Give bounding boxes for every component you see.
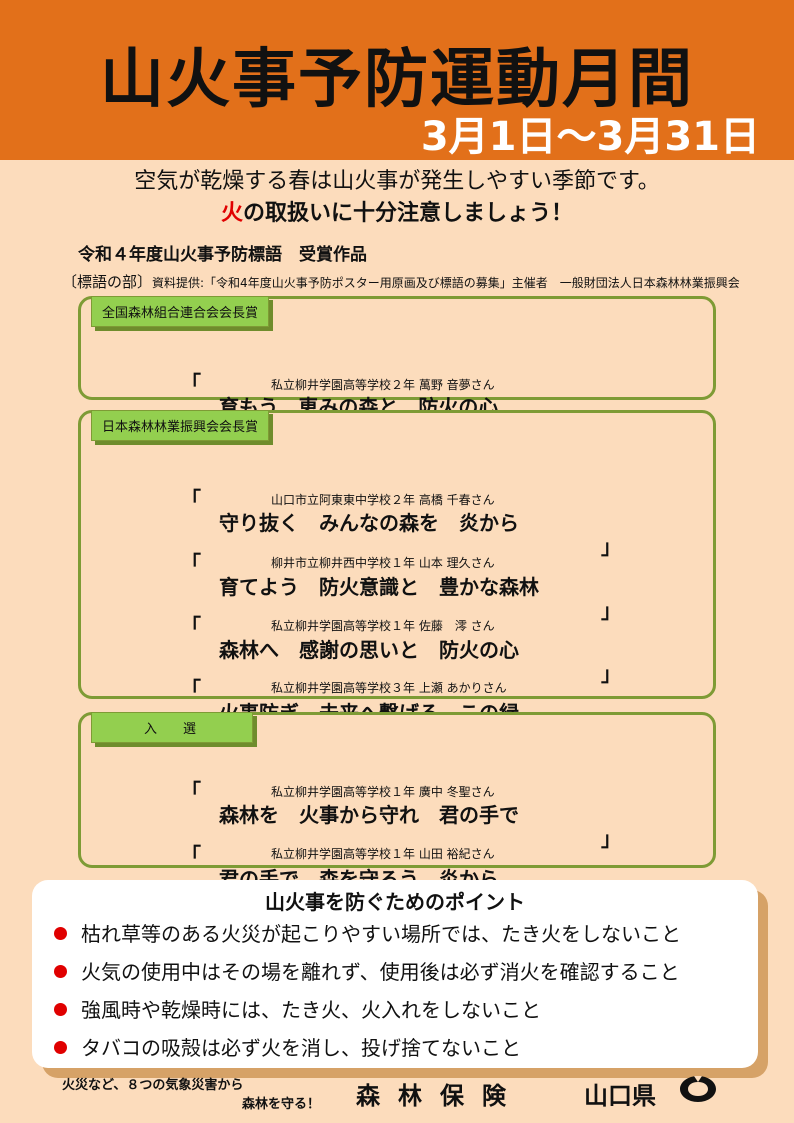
prevention-points-panel: 山火事を防ぐためのポイント 枯れ草等のある火災が起こりやすい場所では、たき火をし…	[32, 880, 758, 1068]
category-label: 〔標語の部〕	[62, 273, 153, 291]
campaign-dates: 3月1日～3月31日	[420, 114, 760, 160]
prefecture-emblem-icon	[680, 1076, 716, 1102]
award-tag: 入 選	[91, 712, 254, 743]
quote-close: 」	[601, 662, 621, 686]
slogan-text: 森林を 火事から守れ 君の手で	[219, 803, 519, 827]
point-item: タバコの吸殻は必ず火を消し、投げ捨てないこと	[54, 1032, 521, 1061]
tagline-line-2: 森林を守る！	[242, 1097, 321, 1112]
source-text: 資料提供:「令和4年度山火事予防ポスター用原画及び標語の募集」主催者 一般財団法…	[152, 276, 740, 290]
slogan-author: 私立柳井学園高等学校３年 上瀬 あかりさん	[271, 681, 507, 695]
quote-open: 「	[181, 677, 201, 701]
intro-line-1: 空気が乾燥する春は山火事が発生しやすい季節です。	[134, 169, 660, 194]
award-box-selected: 入 選 「 森林を 火事から守れ 君の手で 」 私立柳井学園高等学校１年 廣中 …	[78, 712, 716, 915]
slogan-author: 私立柳井学園高等学校１年 山田 裕紀さん	[271, 847, 495, 861]
quote-open: 「	[181, 551, 201, 575]
award-box-federation: 全国森林組合連合会会長賞 「 育もう 恵みの森と 防火の心 」 私立柳井学園高等…	[78, 296, 716, 443]
header-banner: 山火事予防運動月間 3月1日～3月31日	[0, 0, 794, 160]
bullet-icon	[54, 1003, 67, 1016]
intro-text: 空気が乾燥する春は山火事が発生しやすい季節です。 火の取扱いに十分注意しましょう…	[0, 166, 794, 230]
slogan: 「 守り抜く みんなの森を 炎から 」	[181, 459, 621, 579]
forest-insurance-label: 森林保険	[356, 1082, 524, 1110]
fire-emphasis: 火	[220, 201, 243, 226]
point-text: 枯れ草等のある火災が起こりやすい場所では、たき火をしないこと	[81, 922, 681, 946]
quote-close: 」	[601, 599, 621, 623]
slogan-text: 育てよう 防火意識と 豊かな森林	[219, 575, 539, 599]
prefecture-label: 山口県	[584, 1082, 656, 1110]
quote-close: 」	[601, 535, 621, 559]
award-tag: 全国森林組合連合会会長賞	[91, 296, 270, 327]
point-item: 強風時や乾燥時には、たき火、火入れをしないこと	[54, 994, 541, 1023]
point-item: 枯れ草等のある火災が起こりやすい場所では、たき火をしないこと	[54, 918, 681, 947]
quote-open: 「	[181, 614, 201, 638]
intro-line-2: 火の取扱いに十分注意しましょう！	[0, 198, 794, 230]
slogan-text: 森林へ 感謝の思いと 防火の心	[219, 638, 519, 662]
slogan: 「 森林を 火事から守れ 君の手で 」	[181, 751, 621, 871]
quote-open: 「	[181, 843, 201, 867]
award-tag: 日本森林林業振興会会長賞	[91, 410, 270, 441]
source-credit: 〔標語の部〕資料提供:「令和4年度山火事予防ポスター用原画及び標語の募集」主催者…	[62, 271, 740, 292]
slogan: 「 育てよう 防火意識と 豊かな森林 」	[181, 523, 621, 643]
slogan-author: 私立柳井学園高等学校２年 萬野 音夢さん	[271, 378, 495, 392]
footer-tagline: 火災など、８つの気象災害から 森林を守る！	[62, 1076, 320, 1114]
slogan: 「 森林へ 感謝の思いと 防火の心 」	[181, 586, 621, 706]
bullet-icon	[54, 965, 67, 978]
quote-open: 「	[181, 487, 201, 511]
page-title: 山火事予防運動月間	[100, 43, 694, 117]
awards-heading: 令和４年度山火事予防標語 受賞作品	[78, 245, 367, 265]
slogan-author: 私立柳井学園高等学校１年 佐藤 澪 さん	[271, 619, 495, 633]
slogan-author: 山口市立阿東東中学校２年 高橋 千春さん	[271, 493, 495, 507]
bullet-icon	[54, 927, 67, 940]
point-item: 火気の使用中はその場を離れず、使用後は必ず消火を確認すること	[54, 956, 680, 985]
award-box-promotion: 日本森林林業振興会会長賞 「 守り抜く みんなの森を 炎から 」 山口市立阿東東…	[78, 410, 716, 749]
point-text: 火気の使用中はその場を離れず、使用後は必ず消火を確認すること	[81, 960, 680, 984]
point-text: タバコの吸殻は必ず火を消し、投げ捨てないこと	[81, 1036, 521, 1060]
tagline-line-1: 火災など、８つの気象災害から	[62, 1078, 244, 1093]
quote-open: 「	[181, 779, 201, 803]
quote-open: 「	[181, 371, 201, 395]
point-text: 強風時や乾燥時には、たき火、火入れをしないこと	[81, 998, 541, 1022]
slogan-text: 守り抜く みんなの森を 炎から	[219, 511, 519, 535]
bullet-icon	[54, 1041, 67, 1054]
intro-line-2-rest: の取扱いに十分注意しましょう！	[243, 201, 574, 226]
slogan-author: 柳井市立柳井西中学校１年 山本 理久さん	[271, 556, 495, 570]
slogan-author: 私立柳井学園高等学校１年 廣中 冬聖さん	[271, 785, 495, 799]
quote-close: 」	[601, 827, 621, 851]
points-title: 山火事を防ぐためのポイント	[265, 890, 525, 914]
